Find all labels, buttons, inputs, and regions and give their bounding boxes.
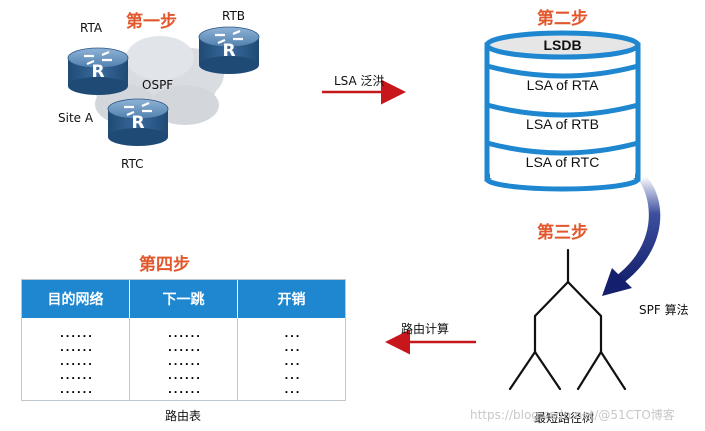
table-cell: ...... bbox=[166, 383, 202, 396]
table-cell: ...... bbox=[58, 341, 94, 354]
table-cell: ...... bbox=[166, 369, 202, 382]
router-icon bbox=[67, 47, 129, 95]
column-destination: ...... ...... ...... ...... ...... bbox=[22, 318, 130, 401]
lsdb-title: LSDB bbox=[543, 37, 582, 53]
router-rta-glyph: R bbox=[91, 62, 105, 82]
table-header: 目的网络 下一跳 开销 bbox=[22, 280, 345, 318]
table-cell: ...... bbox=[166, 341, 202, 354]
table-cell: ... bbox=[283, 341, 301, 354]
table-cell: ... bbox=[283, 383, 301, 396]
lsdb-entry: LSA of RTC bbox=[525, 154, 600, 170]
rtc-label: RTC bbox=[121, 157, 144, 171]
table-body: ...... ...... ...... ...... ...... .....… bbox=[22, 318, 345, 401]
step-3-label: 第三步 bbox=[537, 223, 588, 243]
column-next-hop: ...... ...... ...... ...... ...... bbox=[130, 318, 238, 401]
database-icon bbox=[484, 30, 641, 192]
watermark: https://blog.csdn.net/@51CTO博客 bbox=[470, 408, 675, 422]
rta-label: RTA bbox=[80, 21, 103, 35]
tree-caption: 最短路径树 bbox=[534, 411, 595, 425]
table-cell: ...... bbox=[58, 327, 94, 340]
lsdb-entry: LSA of RTA bbox=[526, 77, 599, 93]
routing-table: 目的网络 下一跳 开销 ...... ...... ...... ...... … bbox=[21, 279, 346, 401]
column-cost: ... ... ... ... ... bbox=[238, 318, 345, 401]
step-4-label: 第四步 bbox=[139, 255, 190, 275]
tree-icon bbox=[508, 248, 627, 391]
spf-arrow bbox=[602, 176, 661, 296]
ospf-label: OSPF bbox=[142, 78, 174, 92]
table-caption: 路由表 bbox=[165, 409, 202, 423]
router-icon bbox=[198, 26, 260, 74]
table-cell: ...... bbox=[166, 355, 202, 368]
rtb-label: RTB bbox=[222, 9, 246, 23]
flood-label: LSA 泛洪 bbox=[334, 74, 385, 88]
step-1-label: 第一步 bbox=[126, 12, 177, 32]
spf-label: SPF 算法 bbox=[639, 303, 689, 317]
table-cell: ...... bbox=[58, 369, 94, 382]
table-cell: ...... bbox=[58, 355, 94, 368]
table-cell: ... bbox=[283, 355, 301, 368]
site-label: Site A bbox=[58, 111, 94, 125]
route-calc-label: 路由计算 bbox=[401, 322, 450, 336]
router-rtb-glyph: R bbox=[222, 41, 236, 61]
table-cell: ... bbox=[283, 327, 301, 340]
lsdb-entry: LSA of RTB bbox=[526, 116, 599, 132]
table-cell: ...... bbox=[166, 327, 202, 340]
router-icon bbox=[107, 98, 169, 146]
table-cell: ...... bbox=[58, 383, 94, 396]
header-next-hop: 下一跳 bbox=[130, 280, 238, 318]
header-cost: 开销 bbox=[277, 292, 306, 308]
router-rtc-glyph: R bbox=[131, 113, 145, 133]
step-2-label: 第二步 bbox=[537, 9, 588, 29]
table-cell: ... bbox=[283, 369, 301, 382]
header-destination: 目的网络 bbox=[22, 280, 130, 318]
